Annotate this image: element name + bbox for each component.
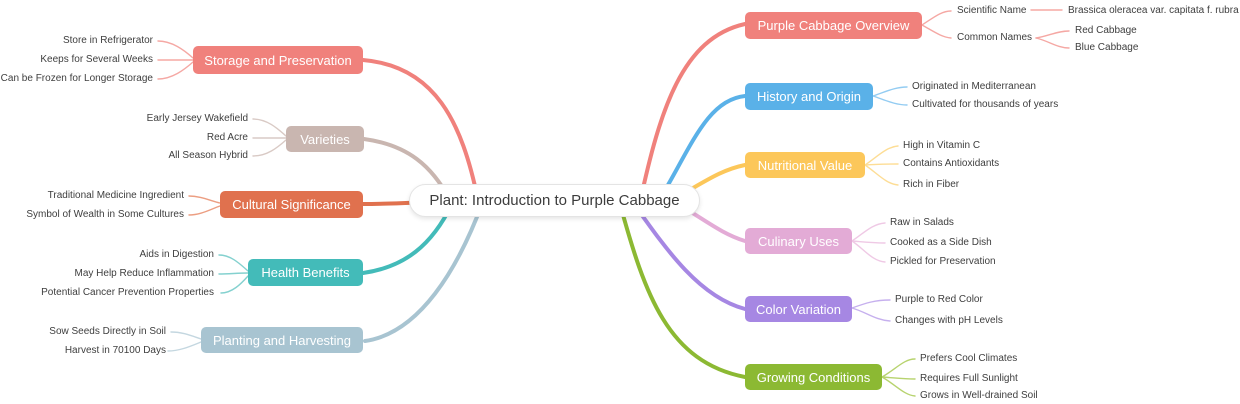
- leaf-label-keeps-several-weeks[interactable]: Keeps for Several Weeks: [40, 54, 153, 65]
- leaf-label-purple-to-red[interactable]: Purple to Red Color: [895, 294, 983, 305]
- leaf-connector-cooked-side-dish: [851, 240, 886, 244]
- leaf-connector-common-names: [921, 24, 952, 39]
- leaf-label-originated-mediterranean[interactable]: Originated in Mediterranean: [912, 81, 1036, 92]
- leaf-connector-sow-seeds: [170, 331, 202, 340]
- leaf-label-store-in-refrigerator[interactable]: Store in Refrigerator: [62, 35, 153, 46]
- leaf-label-frozen-longer-storage[interactable]: Can be Frozen for Longer Storage: [0, 73, 153, 84]
- branch-node-history-and-origin[interactable]: History and Origin: [745, 83, 873, 110]
- branch-curve-color-variation: [632, 202, 747, 311]
- leaf-label-all-season-hybrid[interactable]: All Season Hybrid: [168, 150, 248, 161]
- leaf-label-antioxidants[interactable]: Contains Antioxidants: [903, 158, 1000, 169]
- leaf-label-brassica-oleracea[interactable]: Brassica oleracea var. capitata f. rubra: [1068, 5, 1239, 16]
- leaf-connector-originated-mediterranean: [872, 86, 908, 97]
- leaf-label-cultivated-thousands[interactable]: Cultivated for thousands of years: [912, 99, 1059, 110]
- leaf-label-raw-in-salads[interactable]: Raw in Salads: [890, 217, 954, 228]
- leaf-label-aids-in-digestion[interactable]: Aids in Digestion: [139, 249, 214, 260]
- leaf-connector-store-in-refrigerator: [157, 40, 194, 59]
- leaf-connector-well-drained-soil: [881, 376, 916, 397]
- leaf-label-well-drained-soil[interactable]: Grows in Well-drained Soil: [920, 390, 1038, 401]
- leaf-connector-symbol-of-wealth: [188, 205, 221, 216]
- branch-node-nutritional-value[interactable]: Nutritional Value: [745, 152, 865, 178]
- leaf-connector-raw-in-salads: [851, 222, 886, 242]
- leaf-connector-antioxidants: [864, 163, 899, 166]
- leaf-label-rich-in-fiber[interactable]: Rich in Fiber: [903, 179, 960, 190]
- branch-node-growing-conditions[interactable]: Growing Conditions: [745, 364, 882, 390]
- branch-node-culinary-uses[interactable]: Culinary Uses: [745, 228, 852, 254]
- leaf-label-symbol-of-wealth[interactable]: Symbol of Wealth in Some Cultures: [26, 209, 184, 220]
- branch-node-health-benefits[interactable]: Health Benefits: [248, 259, 363, 286]
- leaf-label-ph-levels[interactable]: Changes with pH Levels: [895, 315, 1003, 326]
- branch-node-color-variation[interactable]: Color Variation: [745, 296, 852, 322]
- leaf-label-early-jersey-wakefield[interactable]: Early Jersey Wakefield: [146, 113, 248, 124]
- leaf-label-pickled-preservation[interactable]: Pickled for Preservation: [890, 256, 996, 267]
- leaf-label-scientific-name[interactable]: Scientific Name: [957, 5, 1027, 16]
- leaf-connector-harvest-days: [167, 341, 202, 352]
- leaf-label-sow-seeds[interactable]: Sow Seeds Directly in Soil: [49, 326, 166, 337]
- leaf-connector-aids-in-digestion: [218, 254, 249, 272]
- branch-curve-overview: [638, 22, 747, 204]
- leaf-connector-purple-to-red: [851, 299, 891, 309]
- leaf-label-common-names[interactable]: Common Names: [957, 32, 1033, 43]
- leaf-label-cooked-side-dish[interactable]: Cooked as a Side Dish: [890, 237, 992, 248]
- leaf-label-reduce-inflammation[interactable]: May Help Reduce Inflammation: [74, 268, 214, 279]
- leaf-label-full-sunlight[interactable]: Requires Full Sunlight: [920, 373, 1018, 384]
- central-topic-node[interactable]: Plant: Introduction to Purple Cabbage: [409, 184, 700, 217]
- branch-node-planting-and-harvesting[interactable]: Planting and Harvesting: [201, 327, 363, 353]
- leaf-connector-rich-in-fiber: [864, 164, 899, 186]
- branch-node-cultural-significance[interactable]: Cultural Significance: [220, 191, 363, 218]
- leaf-label-red-acre[interactable]: Red Acre: [206, 132, 248, 143]
- leaf-label-harvest-days[interactable]: Harvest in 70100 Days: [64, 345, 166, 356]
- leaf-connector-frozen-longer-storage: [157, 61, 194, 80]
- leaf-connector-cancer-prevention: [220, 275, 249, 294]
- leaf-connector-full-sunlight: [881, 376, 916, 380]
- leaf-connector-blue-cabbage: [1035, 37, 1070, 49]
- leaf-connector-traditional-medicine: [188, 195, 221, 204]
- branch-curve-storage: [361, 58, 480, 202]
- leaf-connector-cultivated-thousands: [872, 95, 908, 106]
- leaf-connector-red-cabbage: [1035, 30, 1070, 39]
- leaf-connector-reduce-inflammation: [218, 272, 249, 275]
- leaf-connector-pickled-preservation: [851, 240, 886, 263]
- branch-node-purple-cabbage-overview[interactable]: Purple Cabbage Overview: [745, 12, 922, 39]
- leaf-connector-all-season-hybrid: [252, 139, 287, 157]
- branch-curve-growing: [618, 202, 747, 379]
- leaf-label-cancer-prevention[interactable]: Potential Cancer Prevention Properties: [41, 287, 214, 298]
- leaf-label-blue-cabbage[interactable]: Blue Cabbage: [1075, 42, 1139, 53]
- leaf-label-red-cabbage[interactable]: Red Cabbage: [1075, 25, 1137, 36]
- branch-node-storage-and-preservation[interactable]: Storage and Preservation: [193, 46, 363, 74]
- leaf-label-vitamin-c[interactable]: High in Vitamin C: [903, 140, 981, 151]
- branch-curve-planting: [363, 202, 484, 343]
- leaf-connector-scientific-name: [921, 10, 952, 26]
- leaf-connector-vitamin-c: [864, 145, 899, 166]
- branch-node-varieties[interactable]: Varieties: [286, 126, 364, 152]
- leaf-connector-cool-climates: [881, 358, 916, 378]
- leaf-connector-ph-levels: [851, 307, 891, 322]
- leaf-connector-early-jersey-wakefield: [252, 118, 287, 137]
- leaf-label-cool-climates[interactable]: Prefers Cool Climates: [920, 353, 1018, 364]
- leaf-label-traditional-medicine[interactable]: Traditional Medicine Ingredient: [47, 190, 184, 201]
